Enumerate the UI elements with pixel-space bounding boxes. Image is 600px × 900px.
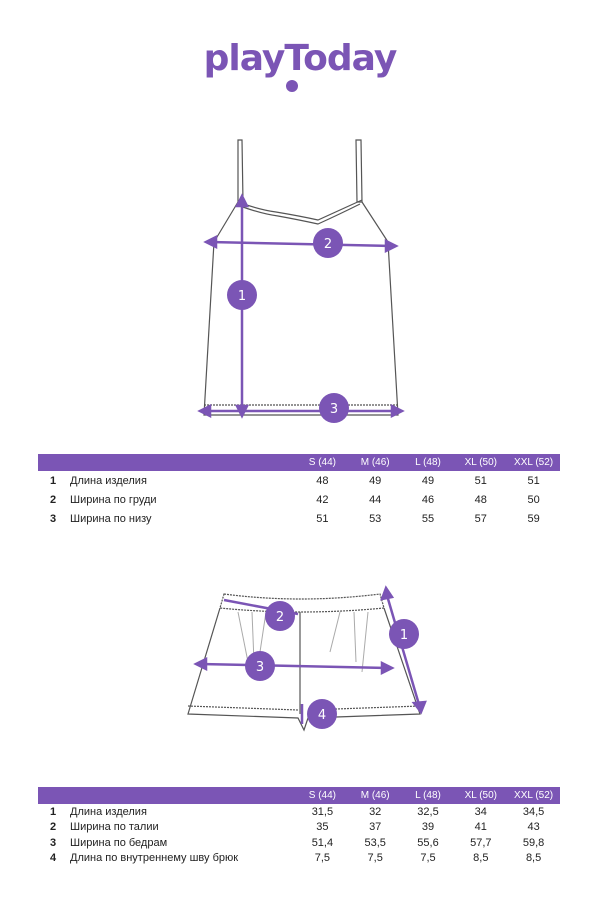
- table-row: 2 Ширина по талии 35 37 39 41 43: [38, 820, 560, 836]
- shorts-marker-1: 1: [389, 619, 419, 649]
- logo-dot: [286, 80, 298, 92]
- row-number: 2: [50, 821, 57, 834]
- row-value: 35: [316, 821, 329, 834]
- svg-text:4: 4: [318, 708, 326, 723]
- row-value: 51: [316, 512, 329, 525]
- shorts-marker-4: 4: [307, 699, 337, 729]
- row-number: 1: [50, 805, 57, 818]
- table-row: 4 Длина по внутреннему шву брюк 7,5 7,5 …: [38, 851, 560, 867]
- row-value: 48: [474, 493, 487, 506]
- row-label: Ширина по груди: [70, 493, 157, 506]
- row-value: 48: [316, 474, 329, 487]
- svg-text:3: 3: [256, 660, 264, 675]
- size-header: M (46): [360, 457, 390, 468]
- brand-logo: playToday: [203, 38, 398, 79]
- row-value: 49: [421, 474, 435, 487]
- row-value: 39: [421, 821, 435, 834]
- top-marker-3: 3: [319, 393, 349, 423]
- shorts-table-header: S (44) M (46) L (48) XL (50) XXL (52): [38, 787, 560, 804]
- shorts-measure-hip: [199, 662, 389, 670]
- table-row: 1 Длина изделия 31,5 32 32,5 34 34,5: [38, 804, 560, 820]
- shorts-marker-3: 3: [245, 651, 275, 681]
- row-label: Длина по внутреннему шву брюк: [70, 852, 239, 865]
- top-table-header: S (44) M (46) L (48) XL (50) XXL (52): [38, 454, 560, 471]
- top-measure-chest: [209, 240, 393, 248]
- top-left-strap: [237, 139, 244, 203]
- row-value: 59: [527, 512, 540, 525]
- row-value: 7,5: [367, 852, 383, 865]
- shorts-garment-diagram: 1 2 3 4: [187, 585, 427, 732]
- row-number: 1: [50, 474, 57, 487]
- row-value: 32: [369, 805, 382, 818]
- svg-text:2: 2: [276, 610, 284, 625]
- shorts-size-table: S (44) M (46) L (48) XL (50) XXL (52) 1 …: [38, 787, 560, 866]
- table-row: 1 Длина изделия 48 49 49 51 51: [38, 471, 560, 490]
- shorts-left-hem: [187, 705, 299, 711]
- shorts-measure-length: [384, 591, 422, 709]
- row-label: Ширина по низу: [70, 512, 152, 525]
- shorts-marker-2: 2: [265, 601, 295, 631]
- size-header: M (46): [360, 790, 390, 801]
- row-number: 3: [50, 836, 57, 849]
- top-right-strap: [355, 139, 363, 203]
- row-label: Ширина по бедрам: [70, 836, 168, 849]
- size-header: L (48): [415, 457, 441, 468]
- svg-text:1: 1: [400, 628, 408, 643]
- row-value: 53,5: [364, 836, 386, 849]
- table-row: 3 Ширина по низу 51 53 55 57 59: [38, 509, 560, 528]
- size-header: XL (50): [464, 457, 497, 468]
- row-number: 3: [50, 512, 57, 525]
- row-label: Ширина по талии: [70, 821, 159, 834]
- size-header: XXL (52): [514, 790, 554, 801]
- row-value: 41: [474, 821, 487, 834]
- row-value: 32,5: [417, 805, 439, 818]
- row-value: 7,5: [314, 852, 331, 865]
- row-value: 53: [369, 512, 382, 525]
- row-value: 57,7: [470, 836, 492, 849]
- row-number: 4: [50, 852, 57, 865]
- top-marker-1: 1: [227, 280, 257, 310]
- shorts-outline: [187, 607, 421, 732]
- size-header: XXL (52): [514, 457, 554, 468]
- top-neckline-trim: [239, 203, 361, 225]
- row-number: 2: [50, 493, 57, 506]
- svg-text:2: 2: [324, 237, 332, 252]
- top-garment-diagram: 1 2 3: [197, 139, 405, 423]
- row-value: 37: [369, 821, 382, 834]
- shorts-waistband: [219, 593, 385, 613]
- row-value: 46: [421, 493, 435, 506]
- row-value: 57: [474, 512, 487, 525]
- row-value: 49: [369, 474, 382, 487]
- row-label: Длина изделия: [70, 805, 147, 818]
- svg-text:1: 1: [238, 289, 246, 304]
- row-value: 42: [316, 493, 329, 506]
- row-value: 50: [527, 493, 540, 506]
- row-value: 7,5: [420, 852, 436, 865]
- size-header: XL (50): [464, 790, 497, 801]
- row-value: 51,4: [311, 836, 334, 849]
- row-value: 55: [421, 512, 435, 525]
- top-body-outline: [203, 201, 399, 416]
- row-value: 55,6: [417, 836, 439, 849]
- table-row: 3 Ширина по бедрам 51,4 53,5 55,6 57,7 5…: [38, 835, 560, 851]
- row-value: 34: [474, 805, 487, 818]
- size-header: S (44): [308, 457, 337, 468]
- row-value: 59,8: [522, 836, 545, 849]
- row-value: 34,5: [522, 805, 545, 818]
- row-value: 44: [369, 493, 382, 506]
- row-value: 51: [527, 474, 540, 487]
- svg-text:3: 3: [330, 402, 338, 417]
- top-neckline: [237, 199, 363, 221]
- row-value: 8,5: [473, 852, 489, 865]
- size-header: S (44): [308, 790, 337, 801]
- row-label: Длина изделия: [70, 474, 147, 487]
- row-value: 51: [474, 474, 487, 487]
- size-header: L (48): [415, 790, 441, 801]
- top-size-table: S (44) M (46) L (48) XL (50) XXL (52) 1 …: [38, 454, 560, 528]
- top-marker-2: 2: [313, 228, 343, 258]
- row-value: 43: [527, 821, 540, 834]
- row-value: 31,5: [311, 805, 334, 818]
- row-value: 8,5: [525, 852, 542, 865]
- table-row: 2 Ширина по груди 42 44 46 48 50: [38, 490, 560, 509]
